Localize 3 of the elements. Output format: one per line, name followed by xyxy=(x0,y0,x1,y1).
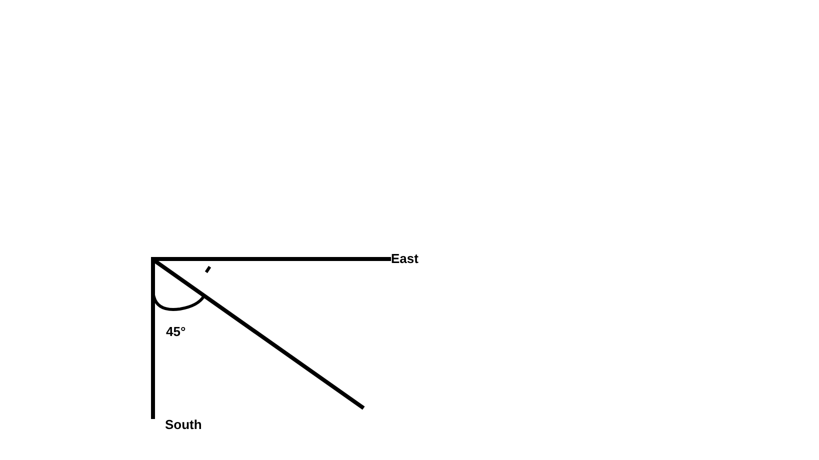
direction-label: South xyxy=(165,417,202,432)
angle-label: 45° xyxy=(166,324,186,339)
direction-label: East xyxy=(391,251,418,266)
